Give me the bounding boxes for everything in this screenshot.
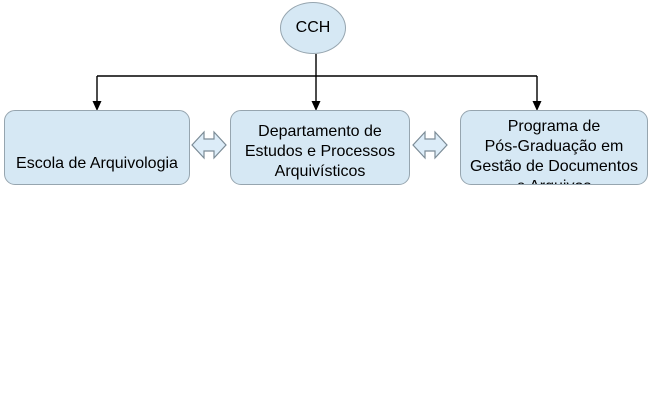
node-text-line: Estudos e Processos [244, 143, 396, 160]
node-programa-text: Programa de Pós-Graduação em Gestão de D… [461, 111, 647, 184]
node-text-line: Programa de [507, 118, 601, 135]
node-text-line: Gestão de Documentos [469, 158, 639, 175]
node-text-line: Departamento de [258, 123, 382, 140]
node-escola: Escola de Arquivologia [4, 110, 190, 185]
node-departamento: Departamento de Estudos e Processos Arqu… [230, 110, 410, 185]
node-departamento-text: Departamento de Estudos e Processos Arqu… [231, 111, 409, 182]
node-text-line: Pós-Graduação em [484, 138, 624, 155]
node-cch: CCH [280, 2, 346, 54]
node-cch-label: CCH [295, 19, 331, 36]
connector-lines [96, 54, 538, 102]
double-arrow-icon [191, 130, 227, 160]
node-text-line: Escola de Arquivologia [16, 155, 178, 172]
node-programa: Programa de Pós-Graduação em Gestão de D… [460, 110, 648, 185]
arrowhead-down-icon [92, 101, 102, 111]
node-text-line: Arquivísticos [274, 163, 366, 180]
node-escola-text: Escola de Arquivologia [5, 111, 189, 174]
double-arrow-icon [412, 130, 448, 160]
node-text-line-clipped: e Arquivos [461, 177, 647, 184]
arrowhead-down-icon [532, 101, 542, 111]
arrowhead-down-icon [311, 101, 321, 111]
